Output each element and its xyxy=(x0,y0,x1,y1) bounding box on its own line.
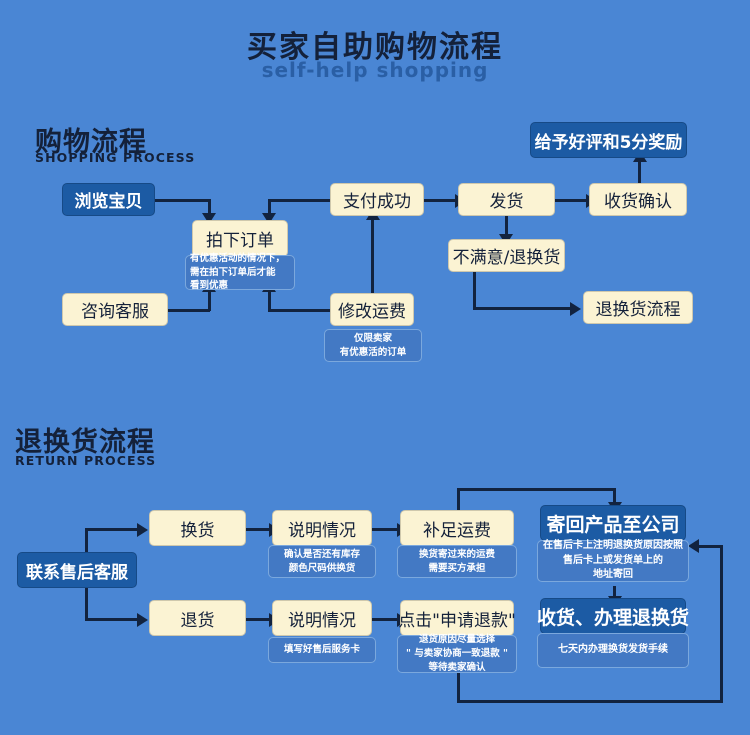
line-after-to-return-h xyxy=(85,618,140,621)
note-send-back: 在售后卡上注明退换货原因按照 售后卡上或发货单上的 地址寄回 xyxy=(537,540,689,582)
node-contact-service-label: 咨询客服 xyxy=(81,302,149,322)
node-return-flow-label: 退换货流程 xyxy=(595,300,681,320)
node-explain-return-label: 说明情况 xyxy=(288,610,356,631)
node-modify-freight[interactable]: 修改运费 xyxy=(330,293,414,326)
line-pay-to-place-order-v xyxy=(268,199,271,217)
node-ship-label: 发货 xyxy=(489,192,524,212)
section-heading-shopping-en: SHOPPING PROCESS xyxy=(35,150,196,165)
node-unsatisfied[interactable]: 不满意/退换货 xyxy=(448,239,565,272)
arrow-pay-to-place-order xyxy=(262,213,276,224)
node-return-goods-label: 退货 xyxy=(180,610,215,631)
node-return-flow[interactable]: 退换货流程 xyxy=(583,291,693,324)
arrow-after-to-exchange xyxy=(137,523,148,537)
line-explain2-to-refund xyxy=(372,618,400,621)
line-refund-to-sendback-v2 xyxy=(720,545,723,703)
node-place-order[interactable]: 拍下订单 xyxy=(192,220,288,257)
node-browse[interactable]: 浏览宝贝 xyxy=(62,183,155,216)
note-place-order: 有优惠活动的情况下， 需在拍下订单后才能 看到优惠 xyxy=(185,253,295,291)
node-return-goods[interactable]: 退货 xyxy=(149,600,246,636)
node-reward-label: 给予好评和5分奖励 xyxy=(534,132,683,153)
node-contact-after-sales-label: 联系售后客服 xyxy=(26,562,128,583)
node-send-back-label: 寄回产品至公司 xyxy=(546,513,680,536)
node-contact-after-sales[interactable]: 联系售后客服 xyxy=(17,552,137,588)
node-modify-freight-label: 修改运费 xyxy=(338,302,406,322)
node-pay-success-label: 支付成功 xyxy=(343,192,411,212)
line-sendback-to-receive xyxy=(613,586,616,600)
line-refund-to-sendback-v1 xyxy=(457,672,460,703)
node-unsatisfied-label: 不满意/退换货 xyxy=(452,248,561,268)
page-title-cn: 买家自助购物流程 xyxy=(247,30,503,65)
node-explain-return[interactable]: 说明情况 xyxy=(272,600,372,636)
arrow-after-to-return xyxy=(137,613,148,627)
line-confirm-to-reward xyxy=(638,158,641,184)
node-confirm-receipt-label: 收货确认 xyxy=(604,192,672,212)
line-browse-to-place-order-v xyxy=(208,199,211,217)
node-reward[interactable]: 给予好评和5分奖励 xyxy=(530,122,687,158)
line-modify-to-pay-v xyxy=(371,216,374,294)
section-heading-return-cn: 退换货流程 xyxy=(15,427,155,458)
line-contact-to-place-order-v xyxy=(208,288,211,311)
line-ship-to-unsatisfied xyxy=(505,216,508,238)
line-browse-to-place-order-h xyxy=(155,199,210,202)
note-extra-freight: 换货寄过来的运费 需要买方承担 xyxy=(397,545,517,578)
node-receive-handle[interactable]: 收货、办理退换货 xyxy=(537,598,690,634)
node-extra-freight-label: 补足运费 xyxy=(423,520,491,541)
line-refund-to-sendback-h2 xyxy=(697,545,723,548)
node-receive-handle-label: 收货、办理退换货 xyxy=(537,606,690,629)
note-explain-return: 填写好售后服务卡 xyxy=(268,637,376,663)
line-return-to-explain2 xyxy=(246,618,272,621)
arrow-browse-to-place-order xyxy=(202,213,216,224)
line-unsat-to-returnflow-v xyxy=(473,272,476,310)
node-confirm-receipt[interactable]: 收货确认 xyxy=(589,183,687,216)
node-exchange[interactable]: 换货 xyxy=(149,510,246,546)
line-contact-to-place-order-h xyxy=(168,309,210,312)
line-pay-to-place-order-h xyxy=(268,199,330,202)
section-heading-return-en: RETURN PROCESS xyxy=(15,453,157,468)
node-explain-exchange-label: 说明情况 xyxy=(288,520,356,541)
line-freight-to-sendback-v1 xyxy=(457,488,460,510)
line-modify-to-place-order-v xyxy=(268,288,271,311)
section-heading-shopping-cn: 购物流程 xyxy=(35,127,147,158)
line-unsat-to-returnflow-h xyxy=(473,307,573,310)
note-receive-handle: 七天内办理换货发货手续 xyxy=(537,633,689,668)
arrow-unsat-to-returnflow xyxy=(570,302,581,316)
node-send-back[interactable]: 寄回产品至公司 xyxy=(540,505,686,541)
line-exchange-to-explain1 xyxy=(246,528,272,531)
page-title-en: self-help shopping xyxy=(261,58,489,82)
line-pay-to-ship xyxy=(424,199,458,202)
line-freight-to-sendback-v2 xyxy=(613,488,616,505)
line-freight-to-sendback-h xyxy=(457,488,616,491)
arrow-refund-to-sendback xyxy=(688,539,699,553)
note-explain-exchange: 确认是否还有库存 颜色尺码供换货 xyxy=(268,545,376,578)
node-apply-refund[interactable]: 点击"申请退款" xyxy=(398,600,516,636)
node-ship[interactable]: 发货 xyxy=(458,183,555,216)
line-modify-to-place-order-h xyxy=(268,309,330,312)
note-apply-refund: 退货原因尽量选择 " 与卖家协商一致退款 " 等待卖家确认 xyxy=(397,634,517,673)
node-place-order-label: 拍下订单 xyxy=(206,231,274,251)
line-ship-to-confirm xyxy=(555,199,589,202)
line-explain1-to-freight xyxy=(372,528,400,531)
node-exchange-label: 换货 xyxy=(180,520,215,541)
node-pay-success[interactable]: 支付成功 xyxy=(330,183,424,216)
line-refund-to-sendback-h1 xyxy=(457,700,723,703)
node-explain-exchange[interactable]: 说明情况 xyxy=(272,510,372,546)
node-contact-service[interactable]: 咨询客服 xyxy=(62,293,168,326)
line-after-to-exchange-h xyxy=(85,528,140,531)
node-extra-freight[interactable]: 补足运费 xyxy=(400,510,514,546)
note-modify-freight: 仅限卖家 有优惠活的订单 xyxy=(324,329,422,362)
node-apply-refund-label: 点击"申请退款" xyxy=(398,610,516,631)
node-browse-label: 浏览宝贝 xyxy=(74,192,143,212)
